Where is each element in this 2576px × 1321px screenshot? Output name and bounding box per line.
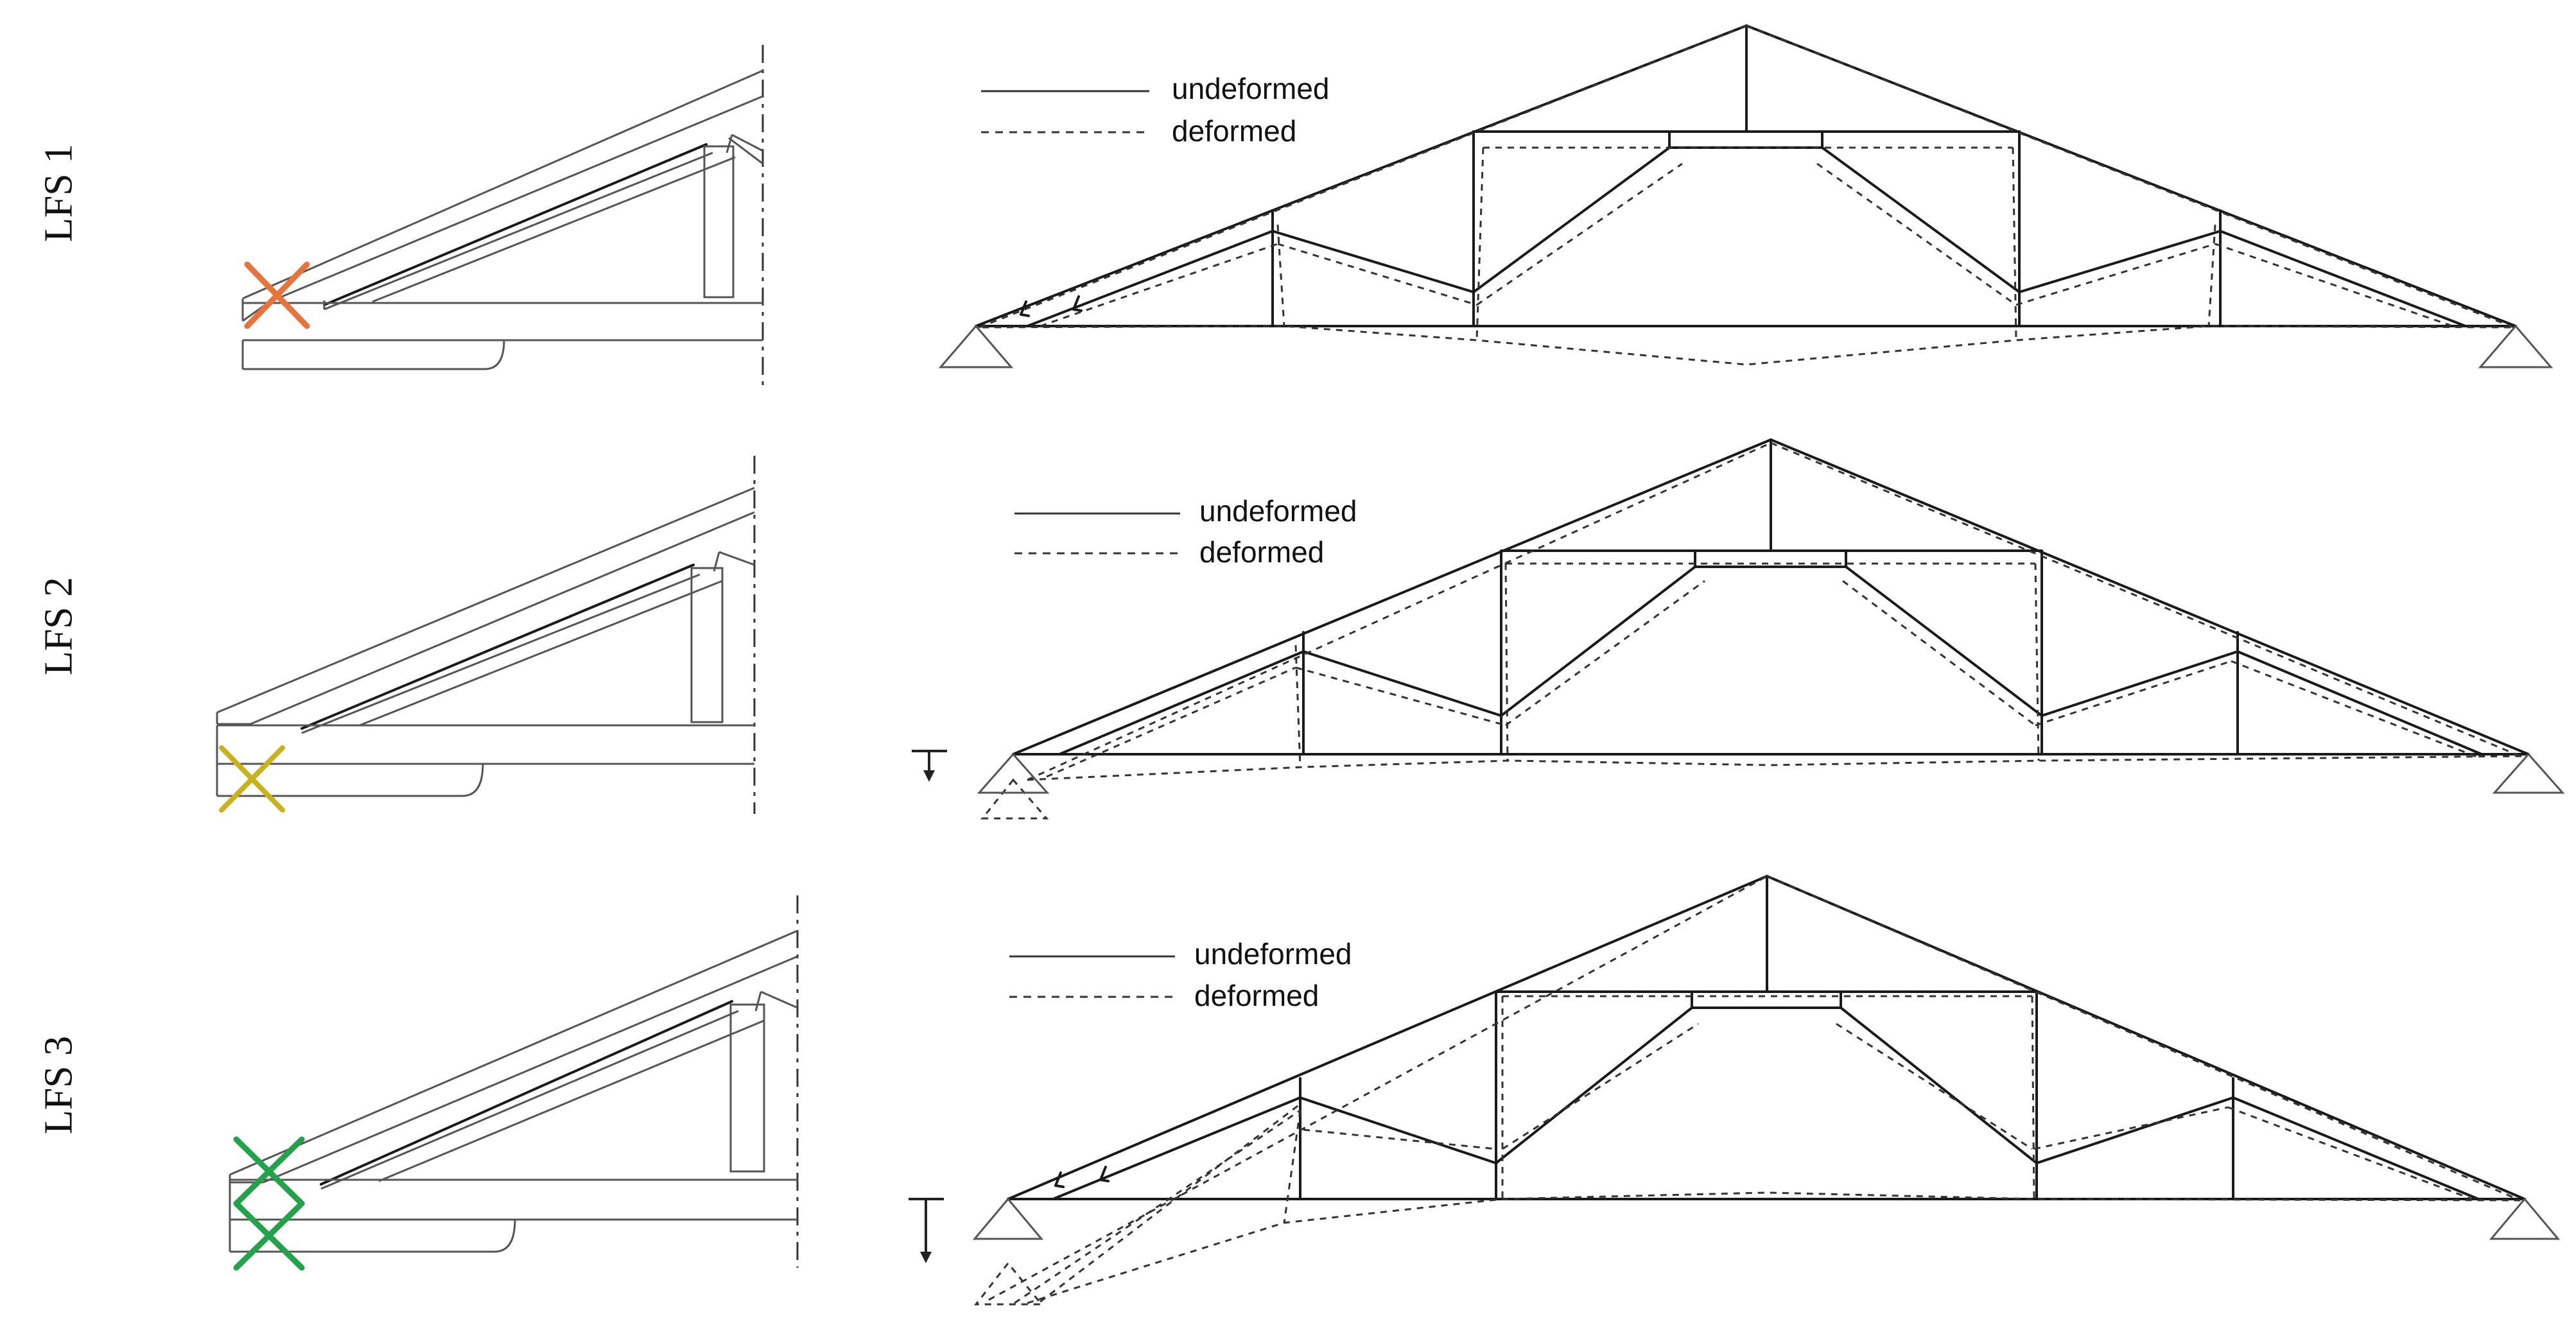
legend-undeformed-label: undeformed [1199, 494, 1357, 528]
truss-undeformed [975, 24, 2517, 327]
legend-lfs2: undeformed deformed [1014, 494, 1357, 569]
truss-lfs3 [909, 875, 2561, 1306]
eave-detail-lfs3 [229, 895, 799, 1268]
truss-deformed [980, 442, 2524, 820]
legend-deformed-label: deformed [1194, 979, 1319, 1012]
supports [977, 752, 2565, 794]
eave-detail-lfs1 [241, 45, 764, 385]
truss-undeformed [1007, 875, 2526, 1200]
legend-undeformed-label: undeformed [1194, 937, 1352, 971]
settlement-arrow [909, 1198, 944, 1263]
legend-lfs1: undeformed deformed [981, 72, 1330, 148]
legend-lfs3: undeformed deformed [1009, 937, 1352, 1012]
truss-deformed [973, 875, 2521, 1306]
supports [972, 1197, 2561, 1240]
legend-deformed-label: deformed [1199, 535, 1324, 569]
failure-marker-lfs2 [219, 745, 285, 813]
failure-marker-lfs3 [233, 1136, 305, 1271]
legend-deformed-label: deformed [1172, 114, 1296, 148]
truss-undeformed [1012, 438, 2530, 755]
eave-detail-lfs2 [216, 456, 756, 814]
legend-undeformed-label: undeformed [1172, 72, 1330, 105]
truss-deformed [979, 24, 2514, 366]
failure-marker-lfs1 [244, 261, 310, 329]
settlement-arrow [912, 750, 947, 782]
truss-lfs2 [912, 438, 2565, 820]
truss-lfs1 [938, 24, 2554, 368]
supports [938, 324, 2554, 368]
